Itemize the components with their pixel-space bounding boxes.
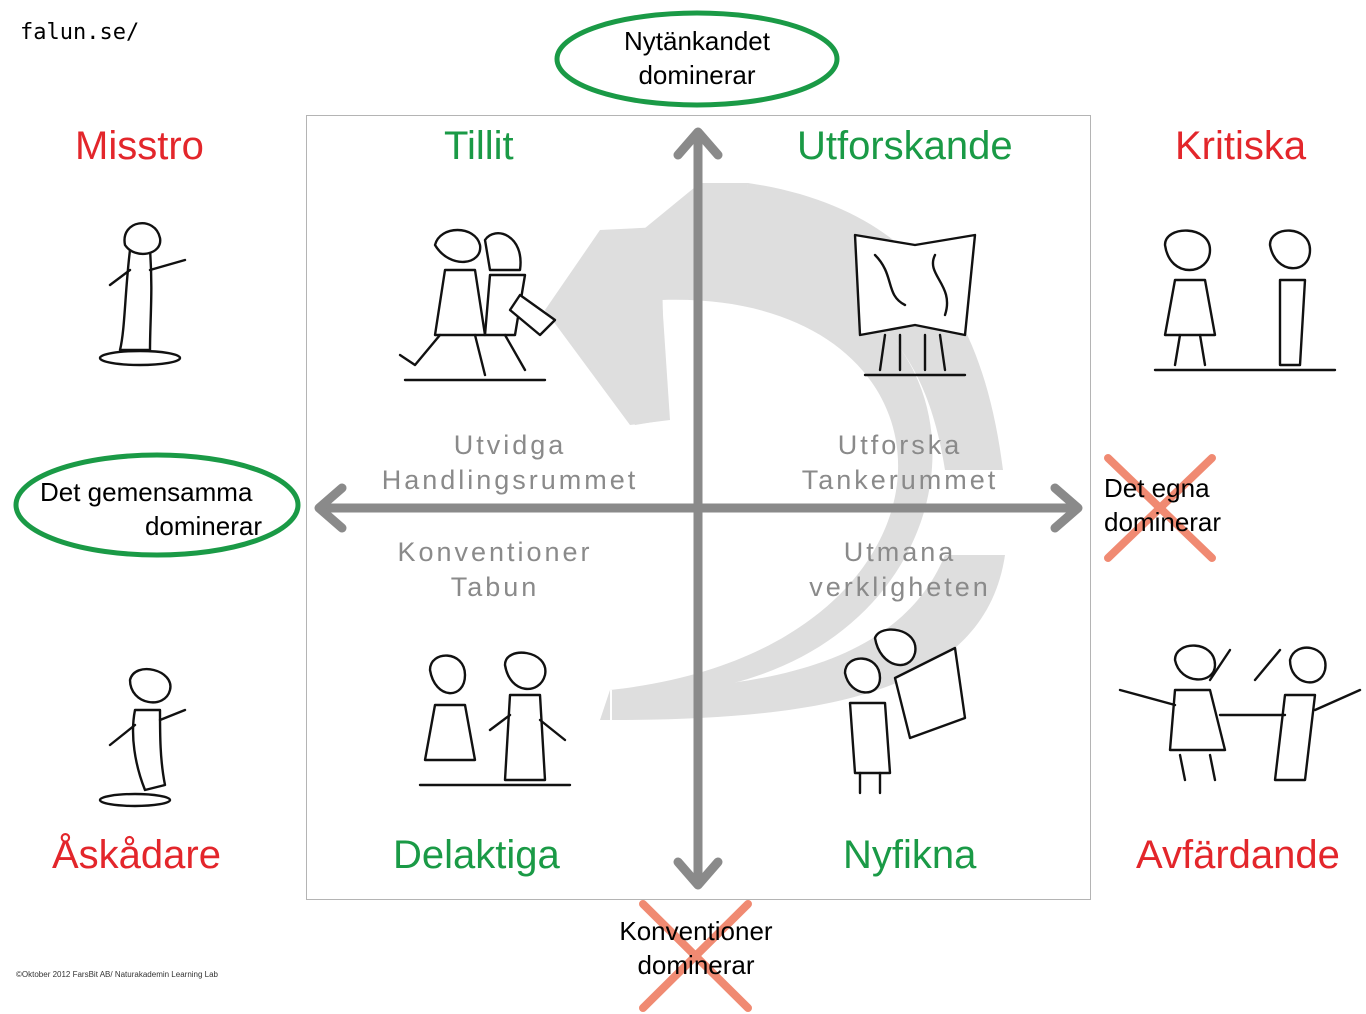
arrowhead-right-icon bbox=[1050, 483, 1083, 533]
cartoon-figure-icon bbox=[98, 222, 187, 367]
quadrant-title-top-left: Tillit bbox=[444, 124, 514, 168]
cartoon-figure-icon bbox=[1118, 644, 1362, 782]
outer-label-bottom-left: Åskådare bbox=[52, 833, 221, 877]
outer-label-bottom-right: Avfärdande bbox=[1136, 833, 1340, 877]
copyright-notice: ©Oktober 2012 FarsBit AB/ Naturakademin … bbox=[16, 970, 219, 979]
cartoon-figure-icon bbox=[98, 667, 187, 808]
circle-marker-icon bbox=[554, 10, 840, 108]
quadrant-title-bottom-right: Nyfikna bbox=[843, 833, 977, 877]
axes bbox=[314, 127, 1083, 890]
cross-marker-icon bbox=[1104, 454, 1216, 562]
quadrant-title-bottom-left: Delaktiga bbox=[393, 833, 560, 877]
quadrant-title-top-right: Utforskande bbox=[797, 124, 1013, 168]
cartoon-figure-icon bbox=[853, 233, 977, 377]
cartoon-figure-icon bbox=[1153, 229, 1337, 372]
arrowhead-up-icon bbox=[673, 127, 723, 160]
cartoon-figure-icon bbox=[398, 228, 557, 382]
arrowhead-left-icon bbox=[314, 483, 347, 533]
quadrant-frame bbox=[306, 115, 1091, 900]
cartoon-figure-icon bbox=[843, 628, 967, 795]
source-url: falun.se/ bbox=[20, 20, 140, 45]
cartoon-figure-icon bbox=[418, 651, 572, 787]
circle-marker-icon bbox=[13, 452, 301, 558]
outer-label-top-right: Kritiska bbox=[1175, 124, 1307, 168]
arrowhead-down-icon bbox=[673, 857, 723, 890]
outer-label-top-left: Misstro bbox=[75, 124, 204, 168]
cross-marker-icon bbox=[639, 900, 752, 1012]
